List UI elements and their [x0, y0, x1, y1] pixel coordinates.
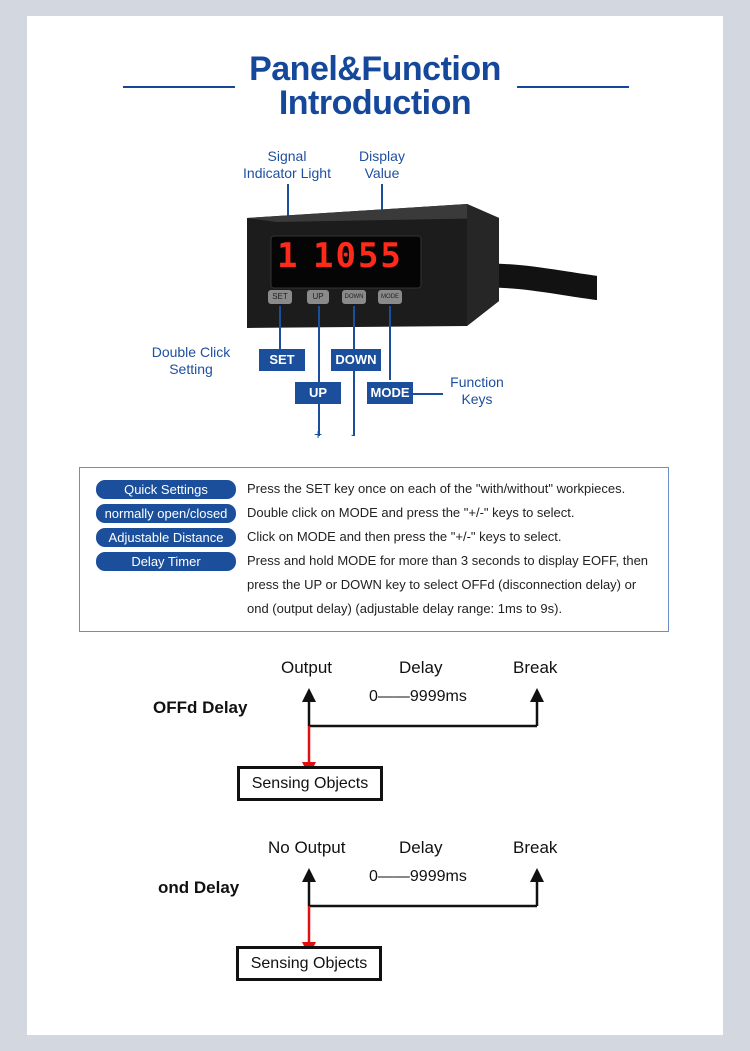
title-rule-left	[123, 86, 235, 88]
down-key-tag: DOWN	[331, 349, 381, 371]
plus-sign: +	[314, 426, 323, 442]
page-card: Panel&Function Introduction Signal Indic…	[27, 16, 723, 1035]
timing2-start-label: No Output	[268, 838, 346, 857]
mode-connector	[389, 306, 391, 380]
minus-sign: -	[351, 426, 356, 442]
set-connector	[279, 306, 281, 349]
timing2-side-label: ond Delay	[158, 878, 240, 897]
set-key-tag: SET	[259, 349, 305, 371]
timing2-end-label: Break	[513, 838, 558, 857]
function-desc-delay-timer-cont-2: ond (output delay) (adjustable delay ran…	[247, 601, 563, 616]
function-desc-adjustable-distance: Click on MODE and then press the "+/-" k…	[247, 529, 562, 544]
signal-indicator-digit: 1	[277, 236, 298, 276]
up-connector	[318, 306, 320, 436]
title-line-1: Panel&Function	[249, 50, 501, 88]
function-desc-delay-timer-cont-1: press the UP or DOWN key to select OFFd …	[247, 577, 637, 592]
down-connector	[353, 306, 355, 436]
display-value-digits: 1055	[313, 236, 403, 276]
sensor-device	[247, 204, 597, 328]
function-desc-normally-open-closed: Double click on MODE and press the "+/-"…	[247, 505, 575, 520]
device-button-set[interactable]: SET	[268, 290, 292, 304]
device-button-up[interactable]: UP	[307, 290, 329, 304]
signal-connector	[287, 184, 289, 246]
timing1-end-label: Break	[513, 658, 558, 677]
function-pill-delay-timer: Delay Timer	[96, 552, 236, 571]
function-keys-label: Function Keys	[450, 374, 504, 407]
timing1-range: 0——9999ms	[369, 688, 467, 705]
timing2-sensing-box: Sensing Objects	[236, 946, 382, 981]
timing1-arrows	[302, 688, 544, 776]
mode-key-tag: MODE	[367, 382, 413, 404]
signal-indicator-label: Signal Indicator Light	[243, 148, 331, 181]
timing1-sensing-box: Sensing Objects	[237, 766, 383, 801]
device-button-down[interactable]: DOWN	[342, 290, 366, 304]
function-desc-delay-timer: Press and hold MODE for more than 3 seco…	[247, 553, 649, 568]
display-value-label: Display Value	[359, 148, 405, 181]
function-pill-normally-open-closed: normally open/closed	[96, 504, 236, 523]
timing1-start-label: Output	[281, 658, 333, 677]
function-keys-connector	[413, 393, 443, 395]
function-info-box: Quick Settings normally open/closed Adju…	[79, 467, 669, 632]
timing2-mid-label: Delay	[399, 838, 443, 857]
timing1-mid-label: Delay	[399, 658, 443, 677]
timing1-side-label: OFFd Delay	[153, 698, 248, 717]
function-pill-adjustable-distance: Adjustable Distance	[96, 528, 236, 547]
function-pill-quick-settings: Quick Settings	[96, 480, 236, 499]
double-click-label: Double Click Setting	[151, 344, 231, 377]
timing2-range: 0——9999ms	[369, 868, 467, 885]
function-desc-quick-settings: Press the SET key once on each of the "w…	[247, 481, 626, 496]
title-line-2: Introduction	[278, 84, 472, 122]
up-key-tag: UP	[295, 382, 341, 404]
device-button-mode[interactable]: MODE	[378, 290, 402, 304]
title-rule-right	[517, 86, 629, 88]
